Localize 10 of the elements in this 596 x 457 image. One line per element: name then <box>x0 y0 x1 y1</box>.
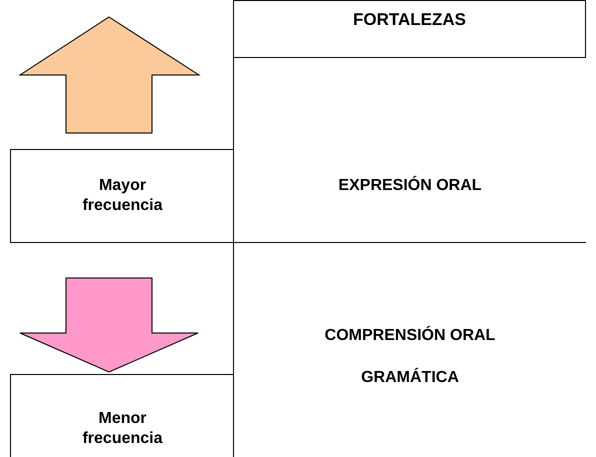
cell-text: COMPRENSIÓN ORAL <box>324 326 496 346</box>
box-label: Menor frecuencia <box>81 409 164 449</box>
frequency-box <box>10 374 234 457</box>
box-label: Mayor frecuencia <box>81 176 164 216</box>
header-cell <box>233 0 586 58</box>
table-cell <box>233 57 586 243</box>
cell-text: EXPRESIÓN ORAL <box>338 176 482 196</box>
frequency-box <box>10 149 234 243</box>
cell-text: GRAMÁTICA <box>361 368 459 388</box>
column-header: FORTALEZAS <box>352 9 466 30</box>
